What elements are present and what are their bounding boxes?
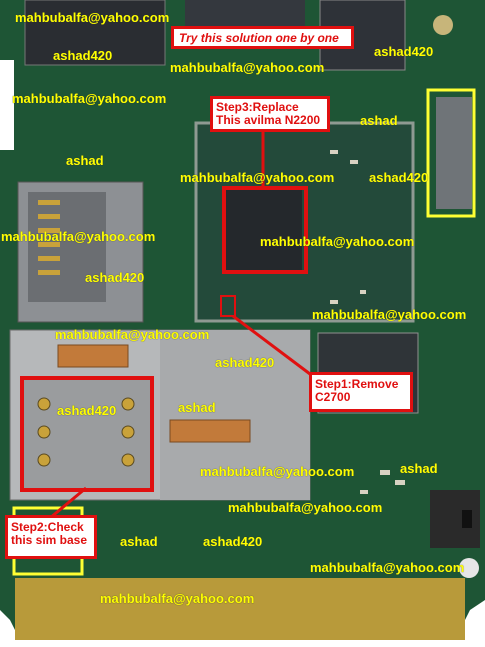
watermark-email: mahbubalfa@yahoo.com: [228, 500, 383, 515]
step3-line1: Step3:Replace: [216, 100, 299, 114]
watermark-email: mahbubalfa@yahoo.com: [312, 307, 467, 322]
step1-note: Step1:Remove C2700: [309, 372, 413, 412]
watermark-email: mahbubalfa@yahoo.com: [15, 10, 170, 25]
side-connector: [436, 97, 472, 209]
connector-highlight: [426, 88, 476, 218]
watermark-ashad420: ashad420: [57, 403, 117, 418]
try-solution-text: Try this solution one by one: [179, 31, 339, 45]
flex-connector-1: [57, 344, 129, 368]
mount-hole: [433, 15, 453, 35]
try-solution-note: Try this solution one by one: [171, 26, 354, 49]
watermark-email: mahbubalfa@yahoo.com: [100, 591, 255, 606]
step1-line2: C2700: [315, 390, 351, 404]
step3-line2: This avilma N2200: [216, 113, 321, 127]
watermark-email: mahbubalfa@yahoo.com: [260, 234, 415, 249]
watermark-email: mahbubalfa@yahoo.com: [200, 464, 355, 479]
watermark-ashad420: ashad420: [215, 355, 275, 370]
watermark-ashad420: ashad420: [203, 534, 263, 549]
watermark-email: mahbubalfa@yahoo.com: [1, 229, 156, 244]
step2-pointer: [49, 486, 87, 520]
watermark-ashad420: ashad420: [369, 170, 429, 185]
sim-contacts-highlight: [20, 376, 154, 492]
watermark-ashad: ashad: [400, 461, 438, 476]
mount-hole-2: [459, 558, 479, 578]
step1-pointer: [232, 314, 311, 376]
flex-connector-2: [169, 419, 251, 443]
watermark-ashad420: ashad420: [85, 270, 145, 285]
step2-note: Step2:Check this sim base: [5, 515, 97, 559]
top-chip: [24, 0, 166, 66]
watermark-ashad: ashad: [66, 153, 104, 168]
watermark-email: mahbubalfa@yahoo.com: [12, 91, 167, 106]
step2-line1: Step2:Check: [11, 520, 84, 534]
n2200-highlight: [222, 186, 308, 274]
watermark-email: mahbubalfa@yahoo.com: [170, 60, 325, 75]
step3-note: Step3:Replace This avilma N2200: [210, 96, 330, 132]
watermark-ashad: ashad: [178, 400, 216, 415]
watermark-ashad: ashad: [120, 534, 158, 549]
step1-line1: Step1:Remove: [315, 377, 399, 391]
watermark-ashad420: ashad420: [374, 44, 434, 59]
step2-line2: this sim base: [11, 533, 88, 547]
avilma-n2200-chip: [226, 190, 302, 270]
c2700-highlight: [220, 295, 236, 317]
watermark-email: mahbubalfa@yahoo.com: [310, 560, 465, 575]
side-button: [430, 490, 480, 548]
watermark-email: mahbubalfa@yahoo.com: [180, 170, 335, 185]
watermark-ashad: ashad: [360, 113, 398, 128]
watermark-email: mahbubalfa@yahoo.com: [55, 327, 210, 342]
watermark-ashad420: ashad420: [53, 48, 113, 63]
